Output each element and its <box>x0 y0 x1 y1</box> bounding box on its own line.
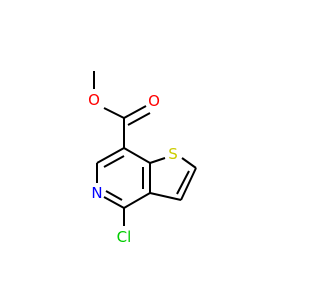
bond-c2-c3-inner <box>176 170 190 195</box>
bond-ester-oxygen-carbonyl <box>103 107 125 119</box>
bond-c7-c7a <box>123 147 151 164</box>
bond-carbonyl-double-1 <box>123 105 147 119</box>
atom-chlorine: Cl <box>117 228 132 246</box>
bond-s1-c2 <box>181 157 197 169</box>
atom-nitrogen: N <box>91 184 102 202</box>
structure-canvas: O O S N Cl <box>88 71 197 246</box>
bond-c4-n5-inner <box>105 190 123 201</box>
bond-carbonyl-double-2 <box>127 112 151 126</box>
bond-c6-c7-inner <box>103 155 125 168</box>
molecule-diagram: O O S N Cl <box>88 71 197 246</box>
bond-c4-n5 <box>103 196 125 209</box>
bond-c2-c3 <box>180 167 197 201</box>
atom-ester-oxygen: O <box>88 91 100 109</box>
bond-c3-c3a <box>149 192 182 201</box>
bond-c7a-s1 <box>149 157 166 164</box>
atom-sulfur: S <box>168 145 178 163</box>
atom-label-layer: O O S N Cl <box>88 91 178 246</box>
bond-c3a-c4 <box>123 192 151 209</box>
bond-c6-c7 <box>96 147 125 164</box>
atom-carbonyl-oxygen: O <box>148 92 160 110</box>
bond-layer <box>93 71 197 226</box>
